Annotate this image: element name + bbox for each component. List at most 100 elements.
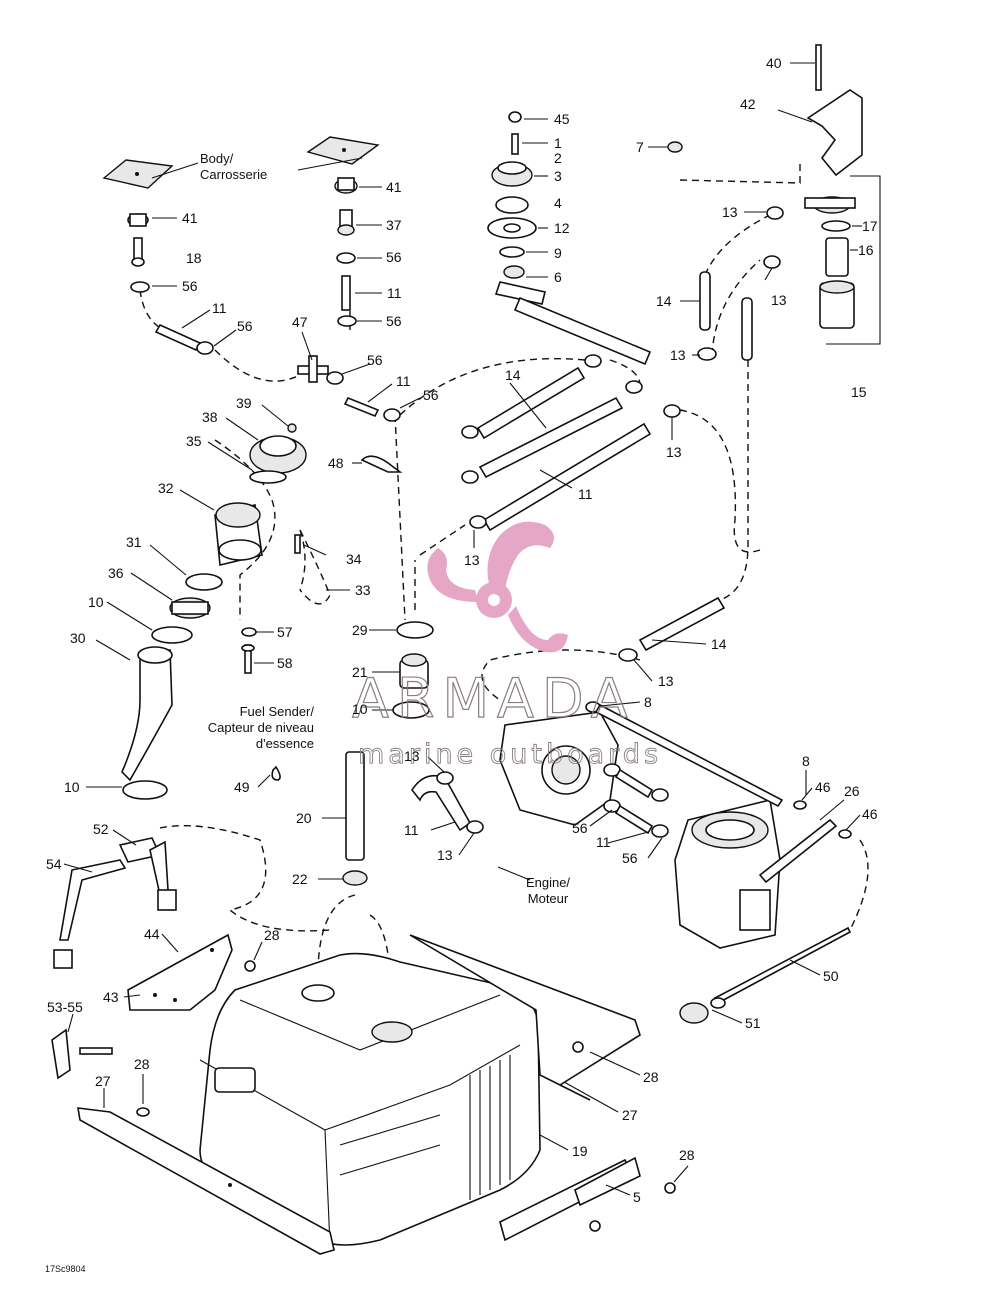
washers-46 bbox=[793, 800, 852, 839]
hose-11-tee bbox=[343, 396, 380, 418]
filter-element-16 bbox=[825, 237, 849, 277]
part-callout-36: 36 bbox=[108, 565, 124, 581]
part-callout-14-b: 14 bbox=[505, 367, 521, 383]
hose-14-filter-left bbox=[699, 271, 711, 331]
diaphragm-4 bbox=[495, 196, 529, 214]
part-callout-17: 17 bbox=[862, 218, 878, 234]
part-callout-56-b: 56 bbox=[182, 278, 198, 294]
part-callout-7: 7 bbox=[636, 139, 644, 155]
clamp-56-centre-lower bbox=[337, 315, 357, 327]
cap-45 bbox=[508, 111, 522, 123]
o-ring-17 bbox=[821, 220, 851, 232]
fuel-sender-20 bbox=[345, 751, 365, 861]
nut-7 bbox=[667, 141, 683, 153]
part-callout-16: 16 bbox=[858, 242, 874, 258]
part-callout-10-b: 10 bbox=[352, 701, 368, 717]
clamp-56-lower bbox=[196, 341, 214, 355]
part-callout-9: 9 bbox=[554, 245, 562, 261]
hose-14-lower bbox=[638, 596, 726, 652]
part-callout-56-a: 56 bbox=[386, 249, 402, 265]
part-callout-4: 4 bbox=[554, 195, 562, 211]
leader-lines bbox=[63, 62, 862, 1196]
clamp-29 bbox=[396, 621, 434, 639]
hose-11-lower bbox=[482, 422, 652, 532]
part-callout-27-b: 27 bbox=[622, 1107, 638, 1123]
part-callout-54: 54 bbox=[46, 856, 62, 872]
plates-19-5 bbox=[499, 1156, 641, 1242]
clamp-56-tee bbox=[326, 371, 344, 385]
plate-12 bbox=[487, 217, 537, 239]
clamp-56-left bbox=[130, 281, 150, 293]
part-callout-34: 34 bbox=[346, 551, 362, 567]
throttle-body-left bbox=[499, 711, 619, 826]
fuel-sender-label-line-3: d'essence bbox=[256, 736, 314, 751]
part-callout-56-f: 56 bbox=[423, 387, 439, 403]
part-callout-44: 44 bbox=[144, 926, 160, 942]
part-callout-41-left: 41 bbox=[182, 210, 198, 226]
part-callout-26: 26 bbox=[844, 783, 860, 799]
body-panel-left bbox=[102, 159, 174, 189]
part-callout-11-a: 11 bbox=[212, 300, 227, 316]
part-callout-21: 21 bbox=[352, 664, 368, 680]
gasket-35 bbox=[249, 470, 287, 484]
throttle-link-26 bbox=[594, 703, 838, 884]
nut-36 bbox=[169, 597, 211, 619]
part-callout-58: 58 bbox=[277, 655, 293, 671]
part-callout-33: 33 bbox=[355, 582, 371, 598]
vent-valve-37 bbox=[337, 209, 355, 236]
body-label-line-1: Body/ bbox=[200, 151, 234, 166]
part-callout-22: 22 bbox=[292, 871, 308, 887]
part-callout-40: 40 bbox=[766, 55, 782, 71]
filler-hose-30 bbox=[121, 646, 173, 782]
part-callout-14-c: 14 bbox=[711, 636, 727, 652]
propeller-icon bbox=[427, 521, 568, 653]
part-callout-29: 29 bbox=[352, 622, 368, 638]
propeller-blade-right bbox=[508, 606, 568, 653]
tank-rail-left-27 bbox=[77, 1107, 335, 1255]
part-callout-13-h: 13 bbox=[437, 847, 453, 863]
rivet-58 bbox=[241, 644, 255, 674]
part-callout-57: 57 bbox=[277, 624, 293, 640]
part-callout-56-e: 56 bbox=[367, 352, 383, 368]
pin-40 bbox=[815, 44, 822, 91]
tank-tray-right-27 bbox=[409, 934, 641, 1101]
vent-plug-39 bbox=[287, 423, 297, 433]
bracket-44-43 bbox=[127, 933, 233, 1011]
bracket-42 bbox=[806, 89, 863, 177]
part-callout-43: 43 bbox=[103, 989, 119, 1005]
part-callout-13-a: 13 bbox=[722, 204, 738, 220]
part-callout-46-a: 46 bbox=[815, 779, 831, 795]
part-callout-49: 49 bbox=[234, 779, 250, 795]
part-callout-13-e: 13 bbox=[464, 552, 480, 568]
part-callout-28-d: 28 bbox=[679, 1147, 695, 1163]
part-callout-18: 18 bbox=[186, 250, 202, 266]
part-callout-1: 1 bbox=[554, 135, 562, 151]
part-callout-42: 42 bbox=[740, 96, 756, 112]
engine-label-line-1: Engine/ bbox=[526, 875, 570, 890]
engine-label-line-2: Moteur bbox=[528, 891, 569, 906]
watermark-tagline: marine outboards bbox=[358, 739, 662, 770]
hose-11-left bbox=[154, 323, 202, 352]
part-callout-8-a: 8 bbox=[644, 694, 652, 710]
carburetor-right bbox=[674, 799, 781, 949]
strap-clip-53-55 bbox=[51, 1028, 113, 1080]
part-callout-35: 35 bbox=[186, 433, 202, 449]
cover-3 bbox=[491, 161, 533, 187]
clamp-10-bottom bbox=[122, 780, 168, 800]
filter-group-bracket-15 bbox=[826, 175, 881, 345]
hose-14-filter-right bbox=[741, 297, 753, 361]
fuel-sender-label-line-2: Capteur de niveau bbox=[208, 720, 314, 735]
body-panel-right bbox=[306, 136, 380, 165]
strap-52 bbox=[118, 837, 177, 911]
elbow-hose-11 bbox=[411, 774, 472, 832]
part-callout-14-a: 14 bbox=[656, 293, 672, 309]
part-callout-10-c: 10 bbox=[64, 779, 80, 795]
part-callout-11-d: 11 bbox=[578, 486, 593, 502]
part-callout-12: 12 bbox=[554, 220, 570, 236]
propeller-blade-left bbox=[427, 548, 478, 602]
part-callout-13-b: 13 bbox=[771, 292, 787, 308]
part-callout-47: 47 bbox=[292, 314, 308, 330]
part-callout-15: 15 bbox=[851, 384, 867, 400]
part-callout-13-c: 13 bbox=[670, 347, 686, 363]
